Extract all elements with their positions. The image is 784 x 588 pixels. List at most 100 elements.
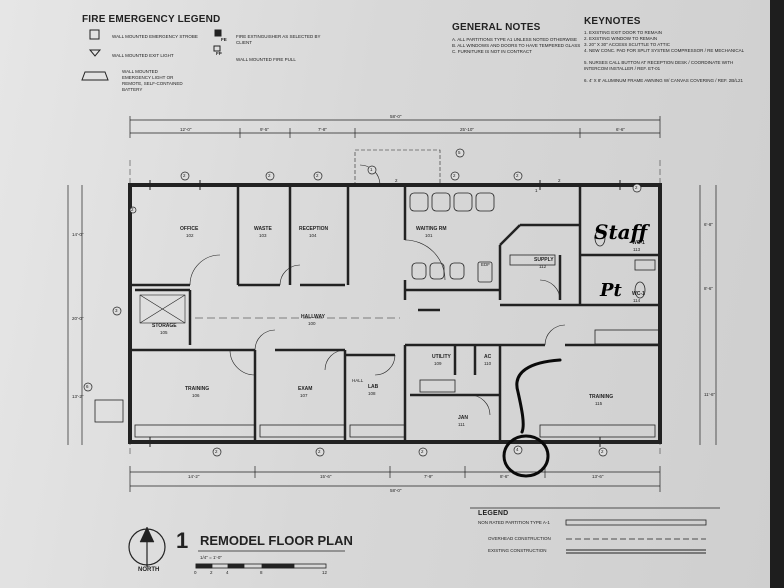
exit-light-label: WALL MOUNTED EXIT LIGHT (112, 53, 174, 58)
dim-right-2: 11'-6" (704, 392, 716, 397)
strobe-icon (89, 29, 100, 40)
room-ac-no: 110 (484, 361, 492, 366)
room-reception: RECEPTION (299, 226, 329, 232)
callout-13: 1 (370, 167, 373, 172)
room-lab: LAB (368, 384, 379, 390)
dim-top-overall: 58'-0" (390, 114, 402, 119)
callout-15: 5 (458, 150, 461, 155)
room-utility-no: 109 (434, 361, 442, 366)
drawing-scale: 1/4" = 1'-0" (200, 555, 222, 560)
room-storage: STORAGE (152, 323, 177, 329)
room-jan: JAN (458, 415, 469, 421)
dim-bottom-0: 14'-2" (188, 474, 200, 479)
callout-8: 2 (421, 449, 424, 454)
dim-left-1: 20'-0" (72, 316, 84, 321)
callout-4: 2 (516, 173, 519, 178)
callout-12: 2 (395, 178, 398, 183)
dim-bottom-4: 13'-6" (592, 474, 604, 479)
edf-label: EDF (481, 262, 490, 267)
callout-3: 2 (453, 173, 456, 178)
room-jan-no: 111 (458, 422, 465, 427)
dim-bottom-2: 7'-9" (424, 474, 433, 479)
extinguisher-label: FIRE EXTINGUISHER AS SELECTED BY CLIENT (236, 34, 321, 45)
room-wc2: WC-1 (632, 291, 645, 297)
room-waiting: WAITING RM (416, 226, 447, 232)
marker-circle (502, 434, 550, 478)
room-training-2: TRAINING (589, 394, 614, 400)
keynote-4: 4. NEW CONC. PAD FOR SPLIT SYSTEM COMPRE… (584, 48, 745, 53)
room-waste-no: 103 (259, 233, 267, 238)
strobe-label: WALL MOUNTED EMERGENCY STROBE (112, 34, 198, 39)
callout-10: 2 (131, 207, 134, 212)
room-training-1: TRAINING (185, 386, 210, 392)
callout-2: 2 (316, 173, 319, 178)
keynote-2: 2. EXISTING WINDOW TO REMAIN (584, 36, 658, 41)
north-label: NORTH (138, 567, 160, 573)
handwriting-staff: Staff (594, 220, 648, 244)
room-training-1-no: 106 (192, 393, 200, 398)
scale-bar (195, 563, 327, 569)
line-legend-existing: EXISTING CONSTRUCTION (488, 548, 547, 553)
room-waiting-no: 101 (425, 233, 433, 238)
keynotes-title: KEYNOTES (584, 16, 641, 27)
room-waste: WASTE (254, 226, 272, 232)
fire-legend-title: FIRE EMERGENCY LEGEND (82, 14, 221, 25)
handwriting-pt: Pt (600, 280, 622, 301)
extinguisher-icon (214, 29, 222, 37)
room-storage-no: 105 (160, 330, 168, 335)
general-note-c: C. FURNITURE IS NOT IN CONTRACT (452, 49, 532, 54)
line-legend-partition: NON RATED PARTITION TYPE A-1 (478, 520, 550, 525)
dim-top-3: 25'-10" (460, 127, 474, 132)
callout-6: 2 (215, 449, 218, 454)
dim-bottom-1: 15'-6" (320, 474, 332, 479)
callout-16: 6 (86, 384, 89, 389)
fire-pull-tag: FP (216, 51, 222, 56)
dim-top-1: 9'-5" (260, 127, 269, 132)
photo-edge (770, 0, 784, 588)
room-wc1-no: 113 (633, 247, 641, 252)
callout-18: 4 (516, 447, 519, 452)
drawing-title: REMODEL FLOOR PLAN (200, 533, 353, 548)
general-notes-title: GENERAL NOTES (452, 22, 541, 33)
keynote-3: 3. 20" X 30" ACCESS SCUTTLE TO ATTIC (584, 42, 670, 47)
emergency-light-label: WALL MOUNTED EMERGENCY LIGHT OR REMOTE, … (122, 69, 183, 92)
fire-pull-label: WALL MOUNTED FIRE PULL (236, 57, 296, 62)
dim-bottom-3: 8'-6" (500, 474, 509, 479)
dim-top-2: 7'-8" (318, 127, 327, 132)
partition-sample (565, 519, 707, 526)
general-note-a: A. ALL PARTITIONS TYPE A1 UNLESS NOTED O… (452, 37, 578, 42)
callout-11: 2 (558, 178, 561, 183)
room-training-2-no: 115 (595, 401, 603, 406)
callout-0: 2 (183, 173, 186, 178)
room-wc2-no: 114 (633, 298, 641, 303)
room-reception-no: 104 (309, 233, 317, 238)
room-ac: AC (484, 354, 492, 360)
room-exam: EXAM (298, 386, 313, 392)
exit-light-icon (88, 49, 102, 57)
dim-right-0: 6'-8" (704, 222, 713, 227)
dim-left-0: 14'-0" (72, 232, 84, 237)
dim-top-4: 6'-6" (616, 127, 625, 132)
fire-pull-icon (213, 45, 221, 52)
dim-left-2: 13'-2" (72, 394, 84, 399)
callout-7: 2 (318, 449, 321, 454)
dim-right-1: 8'-6" (704, 286, 713, 291)
line-legend-overhead: OVERHEAD CONSTRUCTION (488, 536, 551, 541)
marker-path (515, 358, 562, 434)
scale-tick-1: 2 (210, 570, 213, 575)
room-hallway-no: 100 (308, 321, 316, 326)
room-supply: SUPPLY (534, 257, 554, 263)
room-office-no: 102 (186, 233, 194, 238)
dim-bottom-overall: 58'-0" (390, 488, 402, 493)
room-exam-no: 107 (300, 393, 308, 398)
emergency-light-icon (81, 71, 109, 81)
extinguisher-tag: FE (221, 37, 227, 42)
keynote-6: 6. 4' X 8' ALUMINUM FRAME AWNING W/ CANV… (584, 78, 744, 83)
general-note-b: B. ALL WINDOWS AND DOORS TO HAVE TEMPERE… (452, 43, 581, 48)
callout-14: 3 (115, 308, 118, 313)
room-office: OFFICE (180, 226, 199, 232)
room-wc1: WC-1 (632, 240, 645, 246)
drawing-number: 1 (176, 528, 189, 553)
